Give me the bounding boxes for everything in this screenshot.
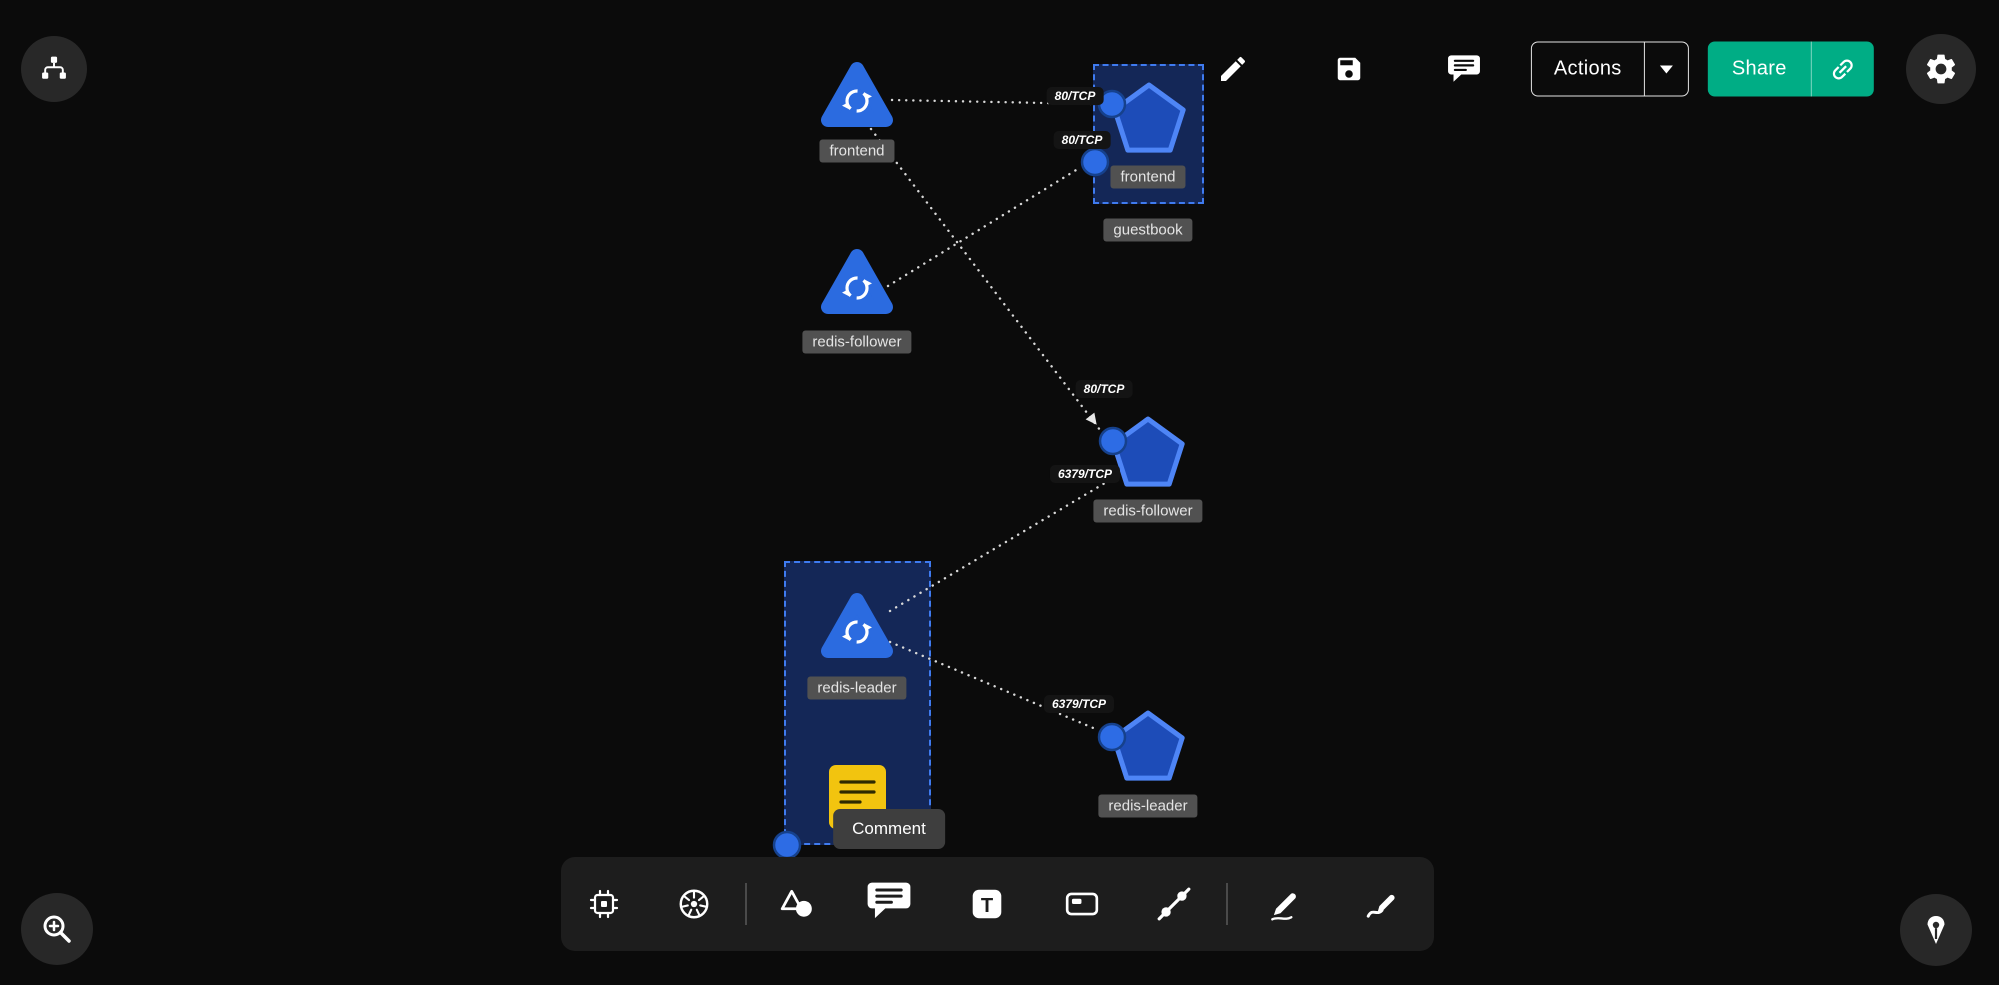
- share-link-button[interactable]: [1812, 42, 1874, 97]
- node-label-redis-leader-service: redis-leader: [1098, 794, 1198, 818]
- tool-pen[interactable]: [1253, 872, 1317, 936]
- node-redis-leader-deployment[interactable]: [828, 600, 886, 651]
- pen-icon: [1271, 893, 1296, 921]
- kubernetes-icon: [679, 889, 709, 919]
- node-redis-follower-service[interactable]: [1114, 419, 1182, 484]
- port-circle[interactable]: [772, 830, 802, 860]
- edge-port-label: 80/TCP: [1046, 87, 1104, 105]
- pencil-icon: [1221, 56, 1246, 81]
- edit-button[interactable]: [1217, 53, 1249, 85]
- chip-icon: [589, 889, 619, 919]
- comment-icon: [867, 882, 911, 919]
- share-button-group[interactable]: Share: [1707, 41, 1875, 97]
- save-icon: [1337, 57, 1361, 81]
- edge-port-label: 80/TCP: [1053, 131, 1111, 149]
- actions-divider: [1643, 42, 1646, 96]
- node-label-redis-follower-deployment: redis-follower: [802, 330, 912, 354]
- connection-icon: [1157, 887, 1191, 921]
- toolbar: T: [561, 857, 1434, 951]
- tooltip-comment: Comment: [833, 809, 945, 849]
- link-icon: [1833, 59, 1854, 79]
- zoom-button[interactable]: [21, 893, 93, 965]
- tool-shapes[interactable]: [765, 872, 829, 936]
- group-label-guestbook: guestbook: [1103, 218, 1193, 242]
- pen-nib-icon: [1927, 916, 1945, 944]
- actions-button[interactable]: Actions: [1530, 41, 1690, 97]
- node-redis-follower-deployment[interactable]: [828, 256, 886, 307]
- text-icon: T: [972, 889, 1002, 919]
- actions-dropdown-toggle[interactable]: [1645, 43, 1688, 96]
- actions-label: Actions: [1553, 57, 1622, 80]
- tool-kubernetes[interactable]: [662, 872, 726, 936]
- tool-scribble[interactable]: [1350, 872, 1414, 936]
- settings-button[interactable]: [1906, 34, 1976, 104]
- toolbar-divider: [745, 883, 747, 925]
- share-button[interactable]: Share: [1708, 42, 1811, 97]
- node-frontend-service[interactable]: [1115, 85, 1183, 150]
- edge-port-label: 6379/TCP: [1043, 695, 1115, 713]
- comment-icon: [1448, 55, 1480, 82]
- node-redis-leader-service[interactable]: [1114, 713, 1182, 778]
- port-circle[interactable]: [1080, 147, 1110, 177]
- share-label: Share: [1731, 57, 1787, 80]
- edge-redis-leader-to-redis-follower-service[interactable]: [888, 478, 1112, 613]
- svg-text:T: T: [981, 895, 994, 917]
- zoom-in-icon: [43, 915, 71, 943]
- hierarchy-icon: [42, 56, 66, 79]
- tool-architecture[interactable]: [572, 872, 636, 936]
- port-circle[interactable]: [1098, 426, 1128, 456]
- gear-icon: [1926, 54, 1956, 84]
- comments-button[interactable]: [1448, 54, 1481, 85]
- share-divider: [1810, 41, 1813, 97]
- tool-connection[interactable]: [1142, 872, 1206, 936]
- node-label-frontend-service: frontend: [1110, 165, 1186, 189]
- scribble-pen-icon: [1366, 894, 1395, 918]
- edge-arrowhead: [1085, 412, 1097, 425]
- edge-port-label: 6379/TCP: [1049, 465, 1121, 483]
- diagram-overview-button[interactable]: [21, 36, 87, 102]
- edge-port-label: 80/TCP: [1075, 380, 1133, 398]
- card-icon: [1065, 892, 1099, 916]
- node-frontend-deployment[interactable]: [828, 69, 886, 120]
- node-label-frontend-deployment: frontend: [819, 139, 895, 163]
- pen-mode-button[interactable]: [1900, 894, 1972, 966]
- shapes-icon: [780, 889, 812, 917]
- tool-comment[interactable]: [857, 869, 921, 933]
- node-label-redis-leader-deployment: redis-leader: [807, 676, 907, 700]
- edge-frontend-to-redis-follower-service[interactable]: [869, 127, 1102, 432]
- chevron-down-icon: [1660, 65, 1674, 73]
- port-circle[interactable]: [1097, 722, 1127, 752]
- node-label-redis-follower-service: redis-follower: [1093, 499, 1203, 523]
- tool-text[interactable]: T: [955, 872, 1019, 936]
- tool-card[interactable]: [1050, 872, 1114, 936]
- edge-redis-leader-to-redis-leader-service[interactable]: [888, 640, 1100, 732]
- toolbar-divider: [1226, 883, 1228, 925]
- edge-redis-follower-to-frontend-service[interactable]: [886, 165, 1083, 288]
- save-button[interactable]: [1334, 54, 1364, 84]
